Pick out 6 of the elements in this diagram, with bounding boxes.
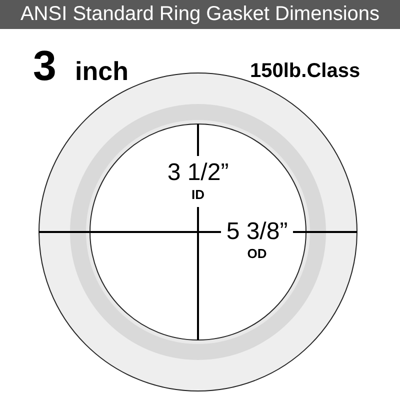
dimension-label: OD <box>245 247 269 260</box>
size-unit: inch <box>75 58 128 84</box>
class-label: 150lb.Class <box>250 61 360 81</box>
size-number: 3 <box>33 45 56 87</box>
dimension-label: ID <box>190 188 206 201</box>
title-banner: ANSI Standard Ring Gasket Dimensions <box>0 0 400 29</box>
